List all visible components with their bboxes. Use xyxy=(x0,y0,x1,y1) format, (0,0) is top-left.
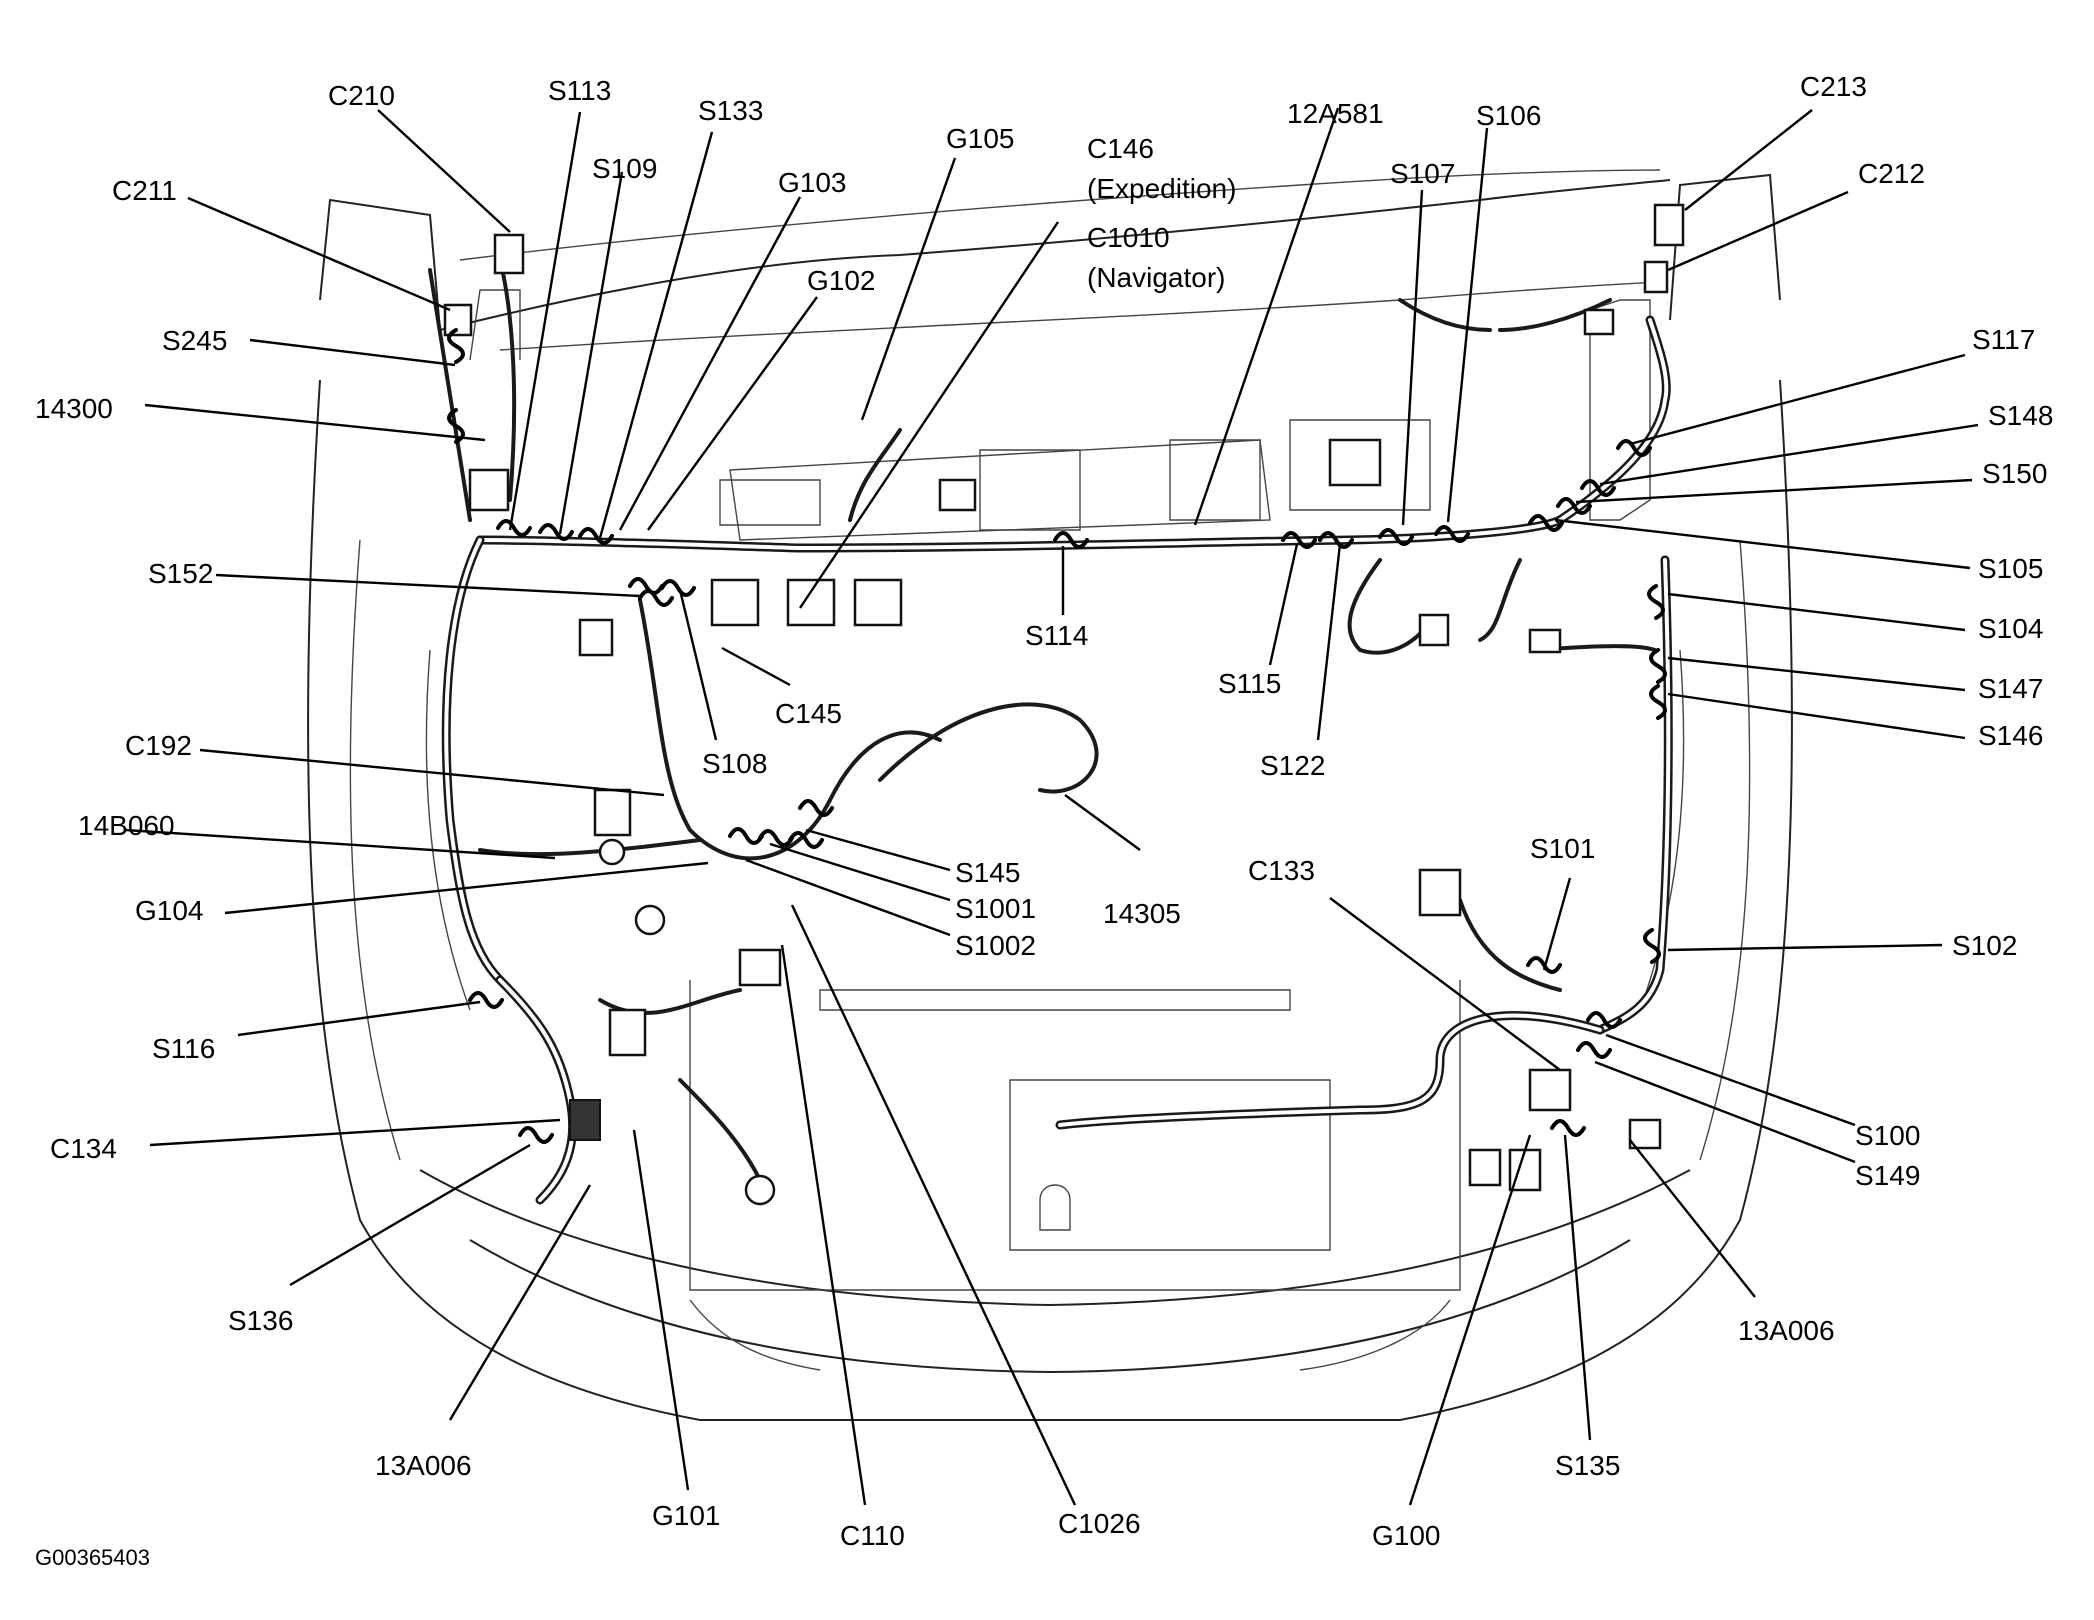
label-c213: C213 xyxy=(1800,71,1867,102)
label-c145: C145 xyxy=(775,698,842,729)
label-s122: S122 xyxy=(1260,750,1325,781)
label-13a006-right: 13A006 xyxy=(1738,1315,1835,1346)
label-13a006-left: 13A006 xyxy=(375,1450,472,1481)
label-s149: S149 xyxy=(1855,1160,1920,1191)
label-s101: S101 xyxy=(1530,833,1595,864)
label-14300: 14300 xyxy=(35,393,113,424)
label-s1002: S1002 xyxy=(955,930,1036,961)
label-s105: S105 xyxy=(1978,553,2043,584)
label-c110: C110 xyxy=(840,1520,905,1551)
figure-id: G00365403 xyxy=(35,1545,150,1570)
label-s1001: S1001 xyxy=(955,893,1036,924)
label-12a581: 12A581 xyxy=(1287,98,1384,129)
label-s145: S145 xyxy=(955,857,1020,888)
label-s100: S100 xyxy=(1855,1120,1920,1151)
label-s104: S104 xyxy=(1978,613,2043,644)
label-c146: C146 xyxy=(1087,133,1154,164)
label-g100: G100 xyxy=(1372,1520,1441,1551)
label-s150: S150 xyxy=(1982,458,2047,489)
label-14b060: 14B060 xyxy=(78,810,175,841)
leader-lines xyxy=(124,107,1979,1506)
label-s115: S115 xyxy=(1218,668,1281,699)
label-g102: G102 xyxy=(807,265,876,296)
label-14305: 14305 xyxy=(1103,898,1181,929)
components xyxy=(443,203,1685,1206)
label-s114: S114 xyxy=(1025,620,1088,651)
label-c1010-note: (Navigator) xyxy=(1087,262,1225,293)
label-s146: S146 xyxy=(1978,720,2043,751)
label-c210: C210 xyxy=(328,80,395,111)
label-s148: S148 xyxy=(1988,400,2053,431)
callout-labels: C210 S113 S133 G105 C146 (Expedition) C1… xyxy=(35,71,2053,1570)
label-c1010: C1010 xyxy=(1087,222,1170,253)
label-s135: S135 xyxy=(1555,1450,1620,1481)
label-s106: S106 xyxy=(1476,100,1541,131)
label-s117: S117 xyxy=(1972,324,2035,355)
label-s245: S245 xyxy=(162,325,227,356)
label-c133: C133 xyxy=(1248,855,1315,886)
harness-wiring xyxy=(428,258,1673,1205)
label-s116: S116 xyxy=(152,1033,215,1064)
label-c211: C211 xyxy=(112,175,177,206)
label-s133: S133 xyxy=(698,95,763,126)
label-s102: S102 xyxy=(1952,930,2017,961)
label-s109: S109 xyxy=(592,153,657,184)
label-c146-note: (Expedition) xyxy=(1087,173,1236,204)
vehicle-body-outline xyxy=(307,169,1793,1421)
label-s147: S147 xyxy=(1978,673,2043,704)
label-c212: C212 xyxy=(1858,158,1925,189)
label-g104: G104 xyxy=(135,895,204,926)
label-c192: C192 xyxy=(125,730,192,761)
label-s152: S152 xyxy=(148,558,213,589)
label-s113: S113 xyxy=(548,75,611,106)
label-g101: G101 xyxy=(652,1500,721,1531)
splice-marks xyxy=(447,328,1667,1144)
label-s108: S108 xyxy=(702,748,767,779)
label-s136: S136 xyxy=(228,1305,293,1336)
label-c134: C134 xyxy=(50,1133,117,1164)
label-s107: S107 xyxy=(1390,158,1455,189)
label-g103: G103 xyxy=(778,167,847,198)
label-g105: G105 xyxy=(946,123,1015,154)
label-c1026: C1026 xyxy=(1058,1508,1141,1539)
